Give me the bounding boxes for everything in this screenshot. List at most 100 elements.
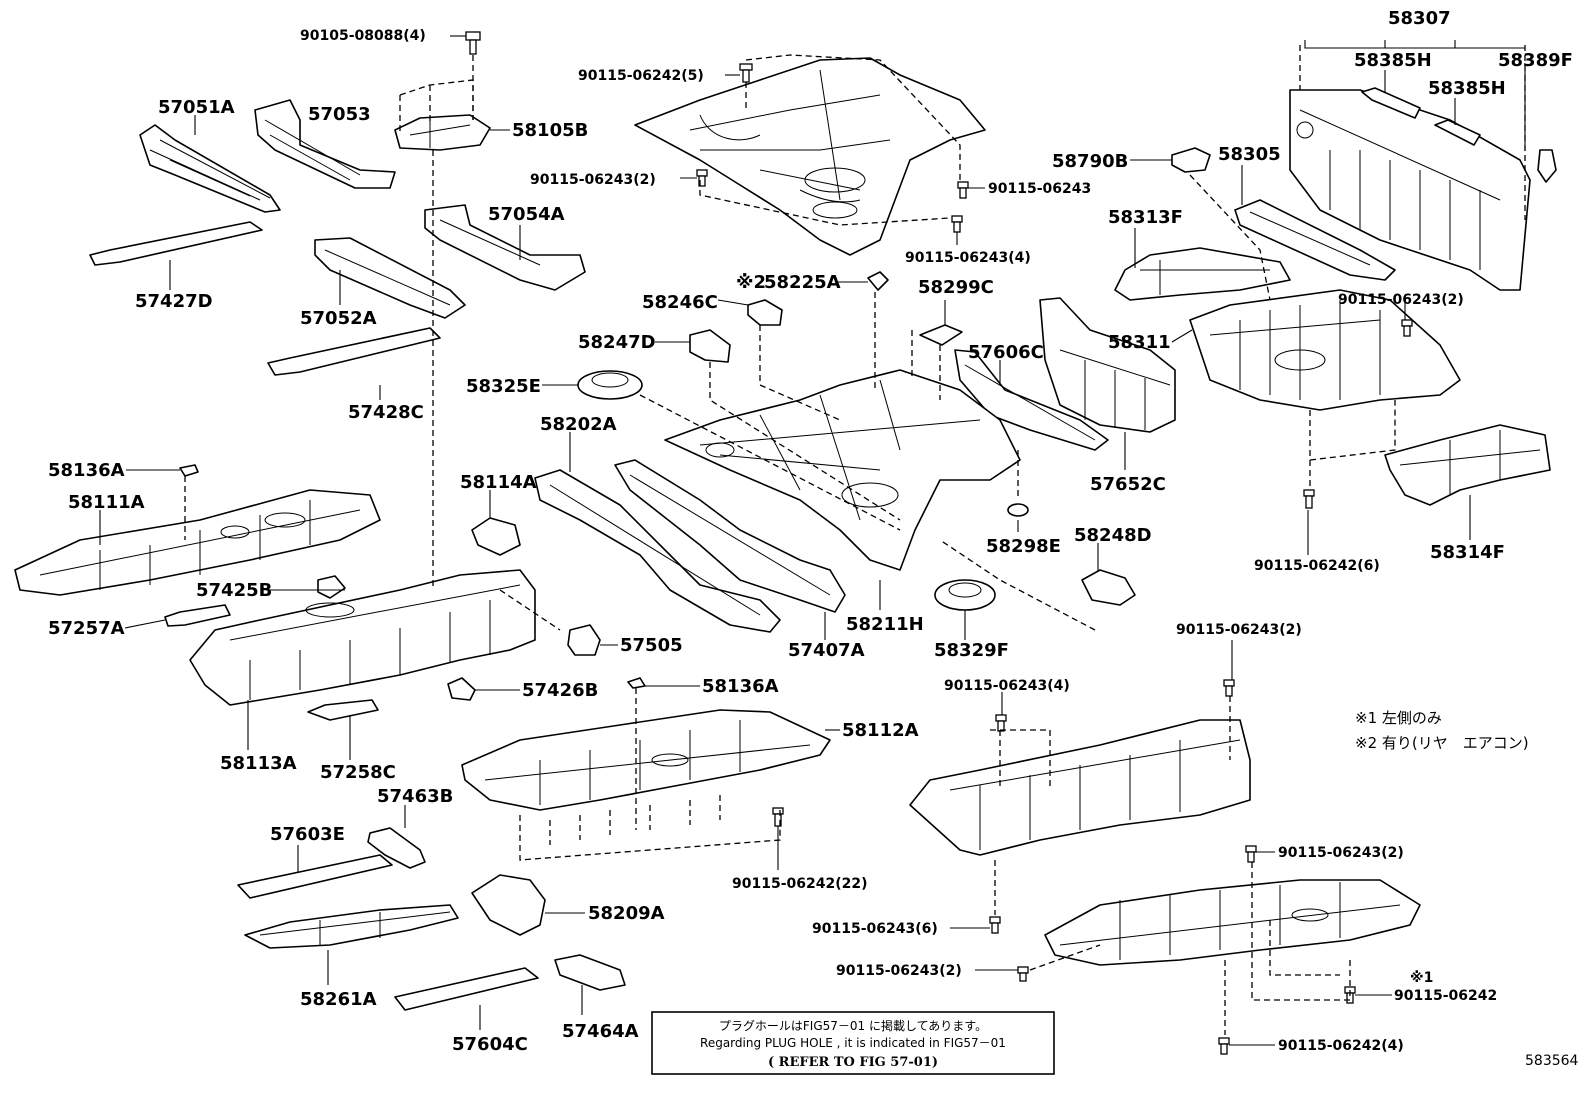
bolt-icon <box>1245 845 1257 863</box>
part-number-label[interactable]: 57604C <box>452 1034 528 1055</box>
part-number-label[interactable]: 57606C <box>968 342 1044 363</box>
part-58385H-drawing-a <box>1361 87 1421 119</box>
part-number-label[interactable]: 90115-06243(2) <box>1278 845 1404 861</box>
part-number-label[interactable]: 90115-06242(22) <box>732 876 868 892</box>
part-number-label[interactable]: 58111A <box>68 492 145 513</box>
bolt-icon <box>1401 319 1413 337</box>
part-number-label[interactable]: 90115-06243 <box>988 181 1091 197</box>
part-58136A-drawing-left <box>179 464 199 477</box>
part-58261A-drawing <box>244 904 459 949</box>
part-57425B-drawing <box>317 575 346 599</box>
part-58247D-drawing <box>689 329 731 363</box>
part-number-label[interactable]: 58248D <box>1074 525 1152 546</box>
reference-note-box: プラグホールはFIG57－01 に掲載してあります。 Regarding PLU… <box>651 1011 1055 1075</box>
part-57652C-drawing <box>1039 297 1176 433</box>
part-number-label[interactable]: 90115-06243(4) <box>944 678 1070 694</box>
part-58790B-drawing <box>1171 147 1211 173</box>
bolt-icon <box>989 916 1001 934</box>
part-number-label[interactable]: 57463B <box>377 786 453 807</box>
part-number-label[interactable]: 57407A <box>788 640 865 661</box>
part-58114A-drawing <box>471 517 521 556</box>
part-number-label[interactable]: 57603E <box>270 824 345 845</box>
part-58111A-drawing <box>14 489 381 596</box>
part-number-label[interactable]: 57054A <box>488 204 565 225</box>
part-number-label[interactable]: 58385H <box>1354 50 1432 71</box>
part-number-label[interactable]: 58298E <box>986 536 1061 557</box>
part-number-label[interactable]: 90115-06243(2) <box>836 963 962 979</box>
part-number-label[interactable]: 57051A <box>158 97 235 118</box>
part-number-label[interactable]: 90115-06243(6) <box>812 921 938 937</box>
part-number-label[interactable]: 90115-06242(6) <box>1254 558 1380 574</box>
part-number-label[interactable]: 58389F <box>1498 50 1573 71</box>
figure-id: 583564 <box>1525 1053 1579 1069</box>
part-number-label[interactable]: 57428C <box>348 402 424 423</box>
part-number-label[interactable]: 57427D <box>135 291 213 312</box>
part-number-label[interactable]: 58261A <box>300 989 377 1010</box>
part-57426B-drawing <box>447 677 476 701</box>
part-number-label[interactable]: 58136A <box>48 460 125 481</box>
part-number-label[interactable]: 58112A <box>842 720 919 741</box>
bolt-icon <box>1303 489 1315 509</box>
part-number-label[interactable]: 90115-06243(2) <box>1338 292 1464 308</box>
part-number-label[interactable]: 58314F <box>1430 542 1505 563</box>
part-number-label[interactable]: 58313F <box>1108 207 1183 228</box>
part-57463B-drawing <box>367 827 426 869</box>
note-refer-link[interactable]: ( REFER TO FIG 57-01) <box>768 1055 938 1070</box>
part-number-label[interactable]: 58202A <box>540 414 617 435</box>
part-number-label[interactable]: 58329F <box>934 640 1009 661</box>
part-number-label[interactable]: 58225A <box>764 272 841 293</box>
part-number-label[interactable]: 58136A <box>702 676 779 697</box>
part-58105B-drawing <box>394 114 491 151</box>
part-58314F-drawing <box>1384 424 1551 506</box>
part-number-label[interactable]: 57053 <box>308 104 371 125</box>
part-number-label[interactable]: 57052A <box>300 308 377 329</box>
part-number-label[interactable]: 90115-06242(4) <box>1278 1038 1404 1054</box>
part-57428C-drawing <box>267 327 441 376</box>
part-number-label[interactable]: 58299C <box>918 277 994 298</box>
part-number-label[interactable]: 58790B <box>1052 151 1128 172</box>
note-english: Regarding PLUG HOLE , it is indicated in… <box>700 1036 1006 1050</box>
part-number-label[interactable]: 57464A <box>562 1021 639 1042</box>
part-number-label[interactable]: 58211H <box>846 614 924 635</box>
part-58329F-drawing <box>934 579 996 611</box>
part-number-label[interactable]: 58311 <box>1108 332 1171 353</box>
part-number-label[interactable]: 57652C <box>1090 474 1166 495</box>
part-58202A-drawing <box>534 469 781 633</box>
part-number-label[interactable]: 58305 <box>1218 144 1281 165</box>
part-number-label[interactable]: 90115-06243(2) <box>1176 622 1302 638</box>
part-57053-drawing <box>254 99 396 189</box>
part-number-label[interactable]: 58113A <box>220 753 297 774</box>
part-57427D-drawing <box>89 221 263 266</box>
part-number-label[interactable]: 58114A <box>460 472 537 493</box>
part-57604C-drawing <box>394 967 539 1011</box>
part-58246C-drawing <box>747 299 783 326</box>
part-number-label[interactable]: 90115-06243(2) <box>530 172 656 188</box>
part-number-label[interactable]: 57258C <box>320 762 396 783</box>
part-57505-drawing <box>567 624 601 656</box>
part-number-label[interactable]: 58105B <box>512 120 588 141</box>
bolt-icon <box>951 215 963 233</box>
part-number-label[interactable]: 90105-08088(4) <box>300 28 426 44</box>
part-number-label[interactable]: 58209A <box>588 903 665 924</box>
part-number-label[interactable]: 58325E <box>466 376 541 397</box>
part-number-label[interactable]: 58246C <box>642 292 718 313</box>
part-number-label[interactable]: 57425B <box>196 580 272 601</box>
part-number-label[interactable]: 57426B <box>522 680 598 701</box>
part-number-label[interactable]: 90115-06243(4) <box>905 250 1031 266</box>
bolt-icon <box>1223 679 1235 697</box>
part-58112A-drawing <box>461 709 831 811</box>
part-58385H-drawing-b <box>1434 119 1481 146</box>
part-57052A-drawing <box>314 237 466 319</box>
part-rh-floor-pan-drawing <box>1044 879 1421 966</box>
part-number-label[interactable]: 90115-06242(5) <box>578 68 704 84</box>
part-number-label[interactable]: 90115-06242 <box>1394 988 1497 1004</box>
part-number-label[interactable]: 58385H <box>1428 78 1506 99</box>
bolt-icon <box>696 169 708 187</box>
part-number-label[interactable]: 58247D <box>578 332 656 353</box>
bolt-icon <box>1218 1037 1230 1055</box>
bolt-icon <box>995 714 1007 732</box>
part-number-label[interactable]: 57505 <box>620 635 683 656</box>
part-number-label[interactable]: 58307 <box>1388 8 1451 29</box>
part-number-label[interactable]: 57257A <box>48 618 125 639</box>
mark-note-1: ※1 <box>1410 970 1433 986</box>
